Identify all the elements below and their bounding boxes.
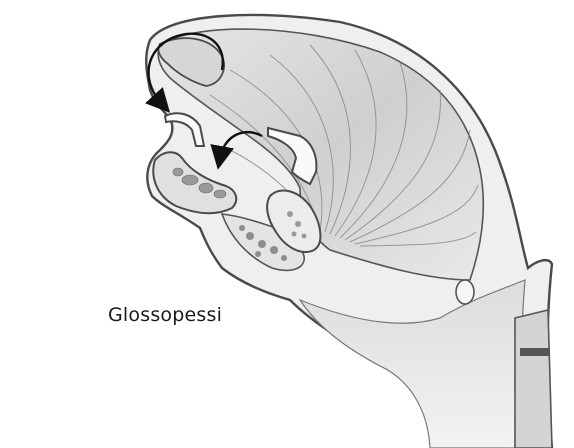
hyoid-bone [456,280,474,304]
figure-caption: Glossopessi [108,304,222,326]
larynx-ring [520,348,550,356]
larynx [515,310,552,448]
